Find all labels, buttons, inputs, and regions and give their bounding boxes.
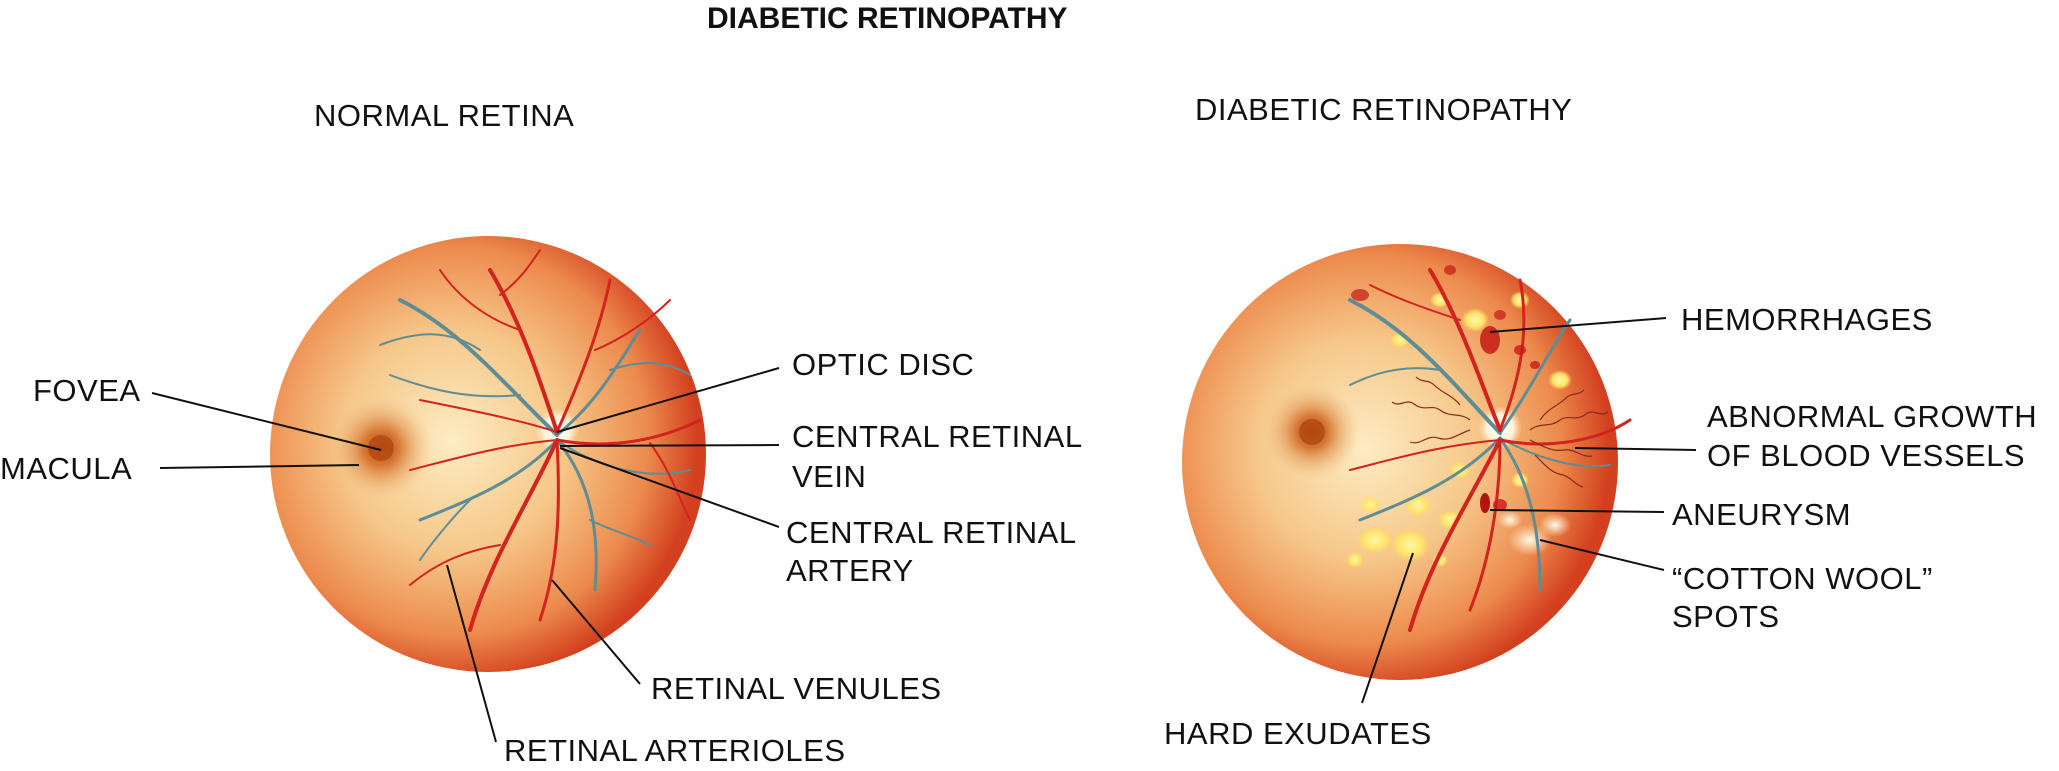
label-optic-disc: OPTIC DISC: [792, 347, 975, 382]
leader-central-artery: [559, 447, 780, 528]
leader-hemorrhages: [1489, 317, 1667, 333]
diabetic-retina-disc: [1182, 244, 1618, 680]
label-cotton-wool-line1: “COTTON WOOL”: [1672, 561, 1933, 596]
label-fovea: FOVEA: [33, 373, 141, 408]
leader-aneurysm: [1489, 509, 1665, 513]
label-retinal-arterioles: RETINAL ARTERIOLES: [504, 733, 846, 768]
normal-retina: [270, 236, 706, 672]
label-central-retinal-vein-line1: CENTRAL RETINAL: [792, 419, 1083, 454]
aneurysm-spot: [1480, 493, 1490, 513]
leader-cotton-wool: [1539, 539, 1665, 571]
leader-hard-exudates: [1361, 552, 1414, 704]
normal-retina-heading: NORMAL RETINA: [314, 98, 575, 133]
leader-arterioles: [446, 564, 497, 743]
normal-retinal-venules: [379, 298, 691, 592]
label-macula: MACULA: [0, 451, 133, 486]
figure-title: DIABETIC RETINOPATHY: [707, 2, 1068, 35]
label-hemorrhages: HEMORRHAGES: [1681, 302, 1933, 337]
label-cotton-wool-line2: SPOTS: [1672, 599, 1780, 634]
label-abnormal-growth-line2: OF BLOOD VESSELS: [1707, 438, 2026, 473]
diabetic-arteries: [1349, 268, 1632, 632]
abnormal-vessel-growth: [1391, 376, 1609, 488]
label-central-retinal-artery-line2: ARTERY: [786, 553, 914, 588]
normal-retinal-arterioles: [409, 249, 702, 632]
cotton-wool-spots: [1498, 511, 1571, 556]
leader-abnormal-growth: [1574, 447, 1697, 451]
diabetic-fovea: [1299, 419, 1325, 445]
label-abnormal-growth-line1: ABNORMAL GROWTH: [1707, 399, 2038, 434]
leader-fovea: [151, 392, 382, 451]
leader-macula: [159, 464, 360, 469]
leader-optic-disc: [556, 367, 780, 433]
diabetic-veins: [1348, 298, 1611, 592]
label-central-retinal-artery-line1: CENTRAL RETINAL: [786, 515, 1077, 550]
label-central-retinal-vein-line2: VEIN: [792, 459, 867, 494]
leader-lines: [151, 317, 1697, 743]
leader-venules: [551, 579, 641, 685]
label-hard-exudates: HARD EXUDATES: [1164, 716, 1432, 751]
diabetic-retina: [1182, 244, 1632, 680]
hemorrhages-spots: [1351, 265, 1540, 511]
diabetic-retinopathy-heading: DIABETIC RETINOPATHY: [1195, 92, 1573, 127]
normal-fovea: [368, 435, 394, 461]
label-aneurysm: ANEURYSM: [1672, 497, 1852, 532]
label-retinal-venules: RETINAL VENULES: [651, 671, 942, 706]
leader-central-vein: [559, 444, 780, 447]
